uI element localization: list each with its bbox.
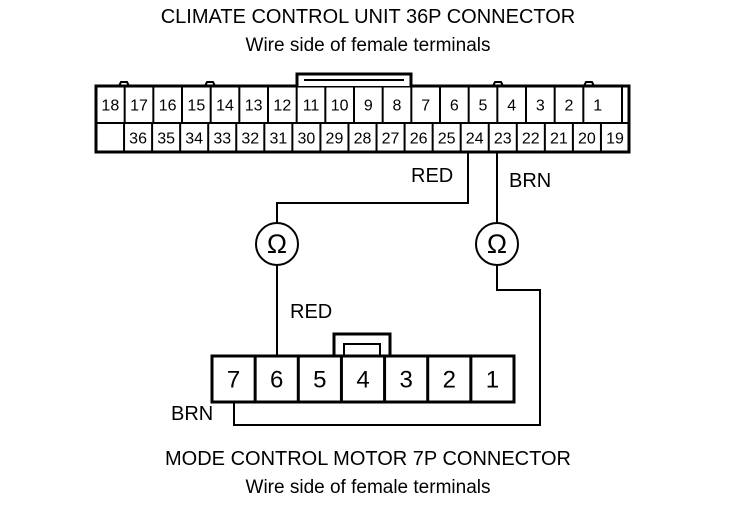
bottom-connector-pin-7: 7: [227, 367, 240, 394]
top-row1-pin-11: 11: [303, 97, 320, 114]
top-row1-pin-2: 2: [565, 97, 574, 114]
bottom-connector-title: MODE CONTROL MOTOR 7P CONNECTOR: [165, 448, 571, 470]
bottom-connector-pin-6: 6: [270, 367, 283, 394]
brn-wire-meter-to-pin7: [233, 265, 541, 426]
top-row1-pin-13: 13: [245, 97, 263, 114]
wiring: [233, 152, 541, 426]
top-row2-pin-24: 24: [466, 130, 484, 147]
top-row2-pin-33: 33: [213, 130, 231, 147]
top-row1-pin-12: 12: [273, 97, 291, 114]
top-row2-pin-32: 32: [241, 130, 259, 147]
top-row2-pin-30: 30: [297, 130, 315, 147]
top-row1-pin-5: 5: [479, 97, 488, 114]
top-row1-pin-17: 17: [130, 97, 148, 114]
bottom-connector-pin-4: 4: [356, 367, 369, 394]
bottom-connector-pins: 7 6 5 4 3 2 1: [227, 356, 499, 402]
ohm-symbol-red: Ω: [267, 229, 287, 259]
wire-label-red-bottom: RED: [290, 301, 332, 323]
top-row2-pin-35: 35: [157, 130, 175, 147]
top-row1-pin-8: 8: [393, 97, 402, 114]
mode-control-motor-connector: [210, 332, 516, 404]
top-row2-pin-20: 20: [578, 130, 596, 147]
top-row1-pin-3: 3: [536, 97, 545, 114]
top-row1-pin-6: 6: [450, 97, 459, 114]
top-row2-pin-36: 36: [129, 130, 147, 147]
climate-control-unit-connector: [94, 72, 631, 154]
wire-label-red-top: RED: [411, 165, 453, 187]
top-row1-pin-16: 16: [159, 97, 177, 114]
top-row2-pin-31: 31: [269, 130, 287, 147]
top-row2-pin-34: 34: [185, 130, 203, 147]
top-row1-pin-18: 18: [101, 97, 119, 114]
red-wire-top: [276, 152, 469, 223]
top-connector-subtitle: Wire side of female terminals: [245, 35, 491, 56]
top-row2-pin-28: 28: [354, 130, 372, 147]
top-row1-pin-15: 15: [187, 97, 205, 114]
top-row2-pin-19: 19: [606, 130, 624, 147]
bottom-connector-pin-3: 3: [399, 367, 412, 394]
top-row2-pin-29: 29: [326, 130, 344, 147]
ohm-symbol-brn: Ω: [487, 229, 507, 259]
top-row2-pin-25: 25: [438, 130, 456, 147]
top-connector-row2: 36 35 34 33 32 31 30 29 28 27 26 25 24 23 22 21 20 19: [123, 123, 624, 152]
top-connector-title: CLIMATE CONTROL UNIT 36P CONNECTOR: [160, 6, 576, 28]
top-row1-pin-1: 1: [593, 97, 602, 114]
top-row1-pin-4: 4: [507, 97, 516, 114]
top-row2-pin-22: 22: [522, 130, 540, 147]
bottom-connector-pin-5: 5: [313, 367, 326, 394]
top-row2-pin-26: 26: [410, 130, 428, 147]
top-row1-pin-9: 9: [364, 97, 373, 114]
ohmmeter-red: Ω: [255, 222, 299, 266]
bottom-connector-pin-1: 1: [486, 367, 499, 394]
bottom-connector-subtitle: Wire side of female terminals: [245, 477, 491, 498]
wire-label-brn-bottom: BRN: [171, 403, 213, 425]
bottom-connector-pin-2: 2: [443, 367, 456, 394]
top-row2-pin-21: 21: [550, 130, 568, 147]
top-row1-pin-14: 14: [216, 97, 234, 114]
ohmmeter-brn: Ω: [475, 222, 519, 266]
top-connector-row1: 18 17 16 15 14 13 12 11 10 9 8 7 6 5 4 3 2 1: [101, 86, 602, 123]
top-row2-pin-23: 23: [494, 130, 512, 147]
top-row1-pin-7: 7: [421, 97, 430, 114]
top-row2-pin-27: 27: [382, 130, 400, 147]
wire-label-brn-top: BRN: [509, 170, 551, 192]
top-row1-pin-10: 10: [331, 97, 349, 114]
